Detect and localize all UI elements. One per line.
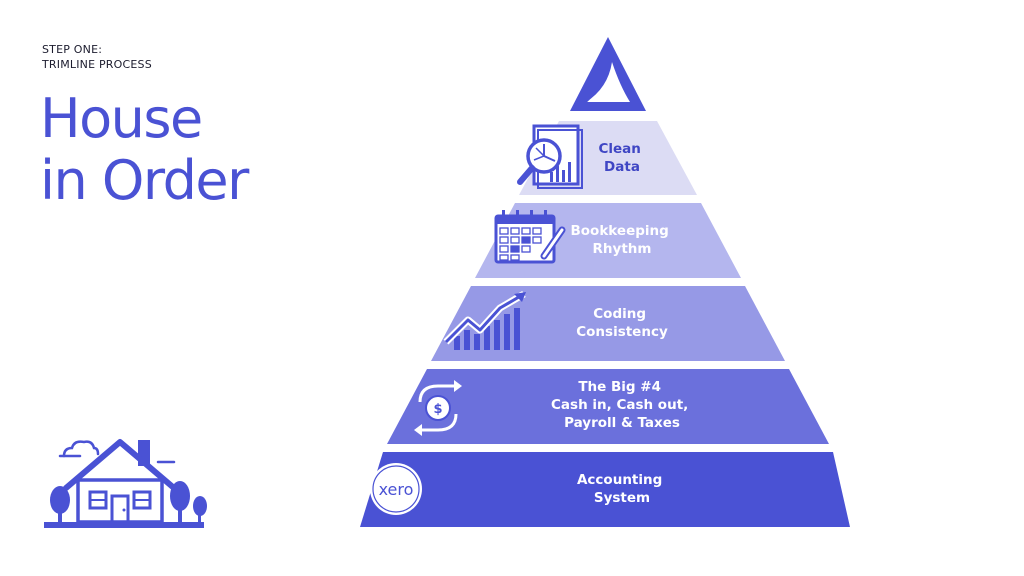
growth-chart-icon	[443, 290, 526, 350]
sail-icon	[585, 62, 630, 103]
pyramid-top	[570, 37, 646, 111]
pyramid-layer-accounting: xero Accounting System	[360, 452, 850, 527]
pyramid-layer-clean-data: Clean Data	[517, 121, 697, 195]
layer-label-bookkeeping: Bookkeeping Rhythm	[570, 223, 673, 257]
page-title-line1: House	[40, 87, 203, 150]
page-title: House in Order	[40, 87, 249, 212]
step-label-line1: STEP ONE:	[42, 43, 103, 56]
xero-logo-text: xero	[379, 480, 414, 499]
page-title-line2: in Order	[40, 149, 249, 212]
pyramid-layer-bookkeeping: Bookkeeping Rhythm	[475, 203, 741, 278]
layer-line: Rhythm	[593, 241, 652, 257]
layer-line: Payroll & Taxes	[564, 415, 680, 431]
pyramid-layer-coding: Coding Consistency	[431, 286, 785, 361]
svg-text:$: $	[433, 402, 442, 417]
layer-label-coding: Coding Consistency	[576, 306, 668, 340]
layer-label-big-four: The Big #4 Cash in, Cash out, Payroll & …	[551, 379, 693, 431]
layer-label-clean-data: Clean Data	[598, 141, 645, 175]
cash-flow-icon: $	[414, 380, 462, 436]
layer-line: Bookkeeping	[570, 223, 668, 239]
step-label-line2: TRIMLINE PROCESS	[42, 58, 152, 71]
xero-logo: xero	[370, 463, 422, 515]
pyramid-layer-big-four: $ The Big #4 Cash in, Cash out, Payroll …	[387, 369, 829, 444]
layer-label-accounting: Accounting System	[577, 472, 667, 506]
layer-line: The Big #4	[578, 379, 661, 395]
house-icon	[44, 439, 207, 528]
magnifier-report-icon	[517, 124, 583, 189]
layer-line: System	[594, 490, 650, 506]
pyramid-diagram: Clean Data	[360, 37, 850, 527]
layer-line: Consistency	[576, 324, 668, 340]
layer-line: Cash in, Cash out,	[551, 397, 688, 413]
layer-line: Clean	[598, 141, 640, 157]
layer-line: Data	[604, 159, 640, 175]
step-label: STEP ONE: TRIMLINE PROCESS	[42, 42, 152, 72]
layer-line: Coding	[593, 306, 646, 322]
calendar-icon	[494, 210, 566, 264]
layer-line: Accounting	[577, 472, 662, 488]
